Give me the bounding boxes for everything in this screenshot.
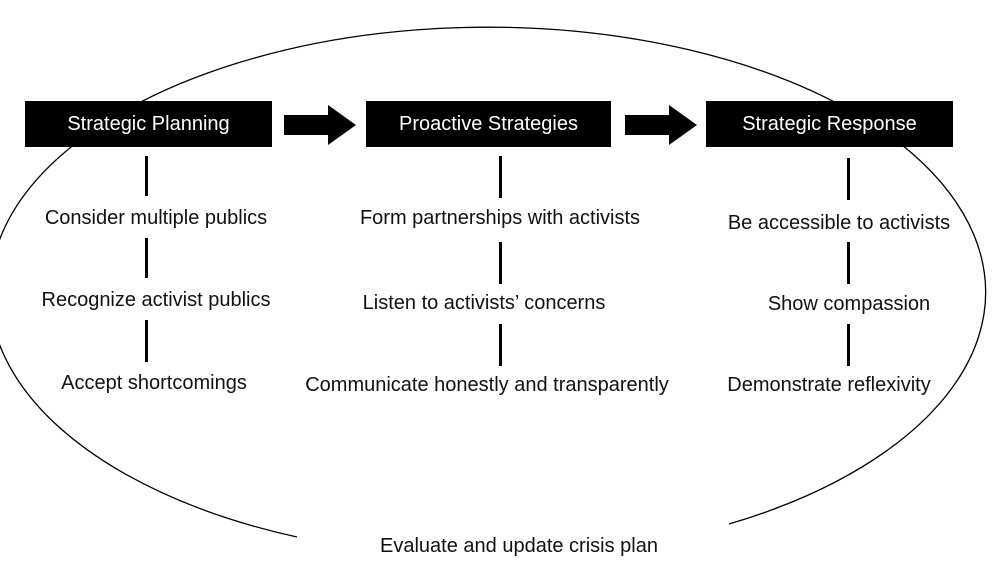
list-item: Show compassion — [767, 293, 931, 315]
stage-box-proactive-strategies: Proactive Strategies — [366, 101, 611, 147]
list-item: Accept shortcomings — [61, 372, 247, 394]
stage-title: Strategic Planning — [67, 112, 230, 135]
connector-line — [847, 158, 850, 200]
cycle-label: Evaluate and update crisis plan — [380, 535, 658, 557]
list-item: Demonstrate reflexivity — [727, 374, 931, 396]
arrow-right-icon — [625, 105, 697, 145]
stage-box-strategic-response: Strategic Response — [706, 101, 953, 147]
arrow-right-icon — [284, 105, 356, 145]
stage-title: Strategic Response — [742, 112, 917, 135]
list-item: Listen to activists’ concerns — [362, 292, 606, 314]
connector-line — [499, 156, 502, 198]
list-item: Recognize activist publics — [41, 289, 271, 311]
list-item: Form partnerships with activists — [359, 207, 641, 229]
list-item: Consider multiple publics — [44, 207, 268, 229]
connector-line — [847, 324, 850, 366]
connector-line — [145, 320, 148, 362]
connector-line — [847, 242, 850, 284]
list-item: Communicate honestly and transparently — [305, 374, 669, 396]
connector-line — [145, 238, 148, 278]
list-item: Be accessible to activists — [727, 212, 951, 234]
connector-line — [499, 324, 502, 366]
connector-line — [499, 242, 502, 284]
connector-line — [145, 156, 148, 196]
stage-box-strategic-planning: Strategic Planning — [25, 101, 272, 147]
stage-title: Proactive Strategies — [399, 112, 578, 135]
